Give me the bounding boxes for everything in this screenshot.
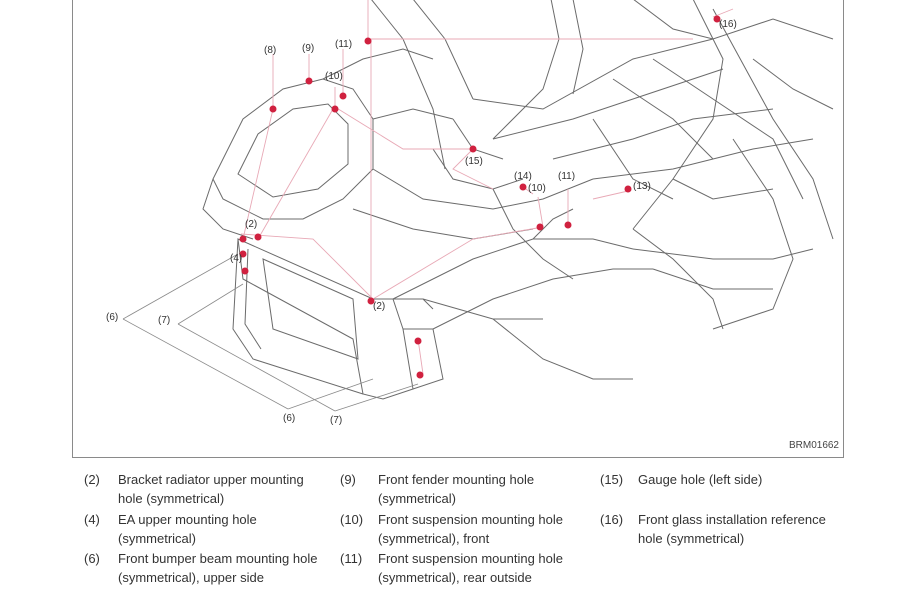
legend: (2) Bracket radiator upper mounting hole… — [0, 470, 920, 590]
callout-6b: (6) — [283, 413, 296, 424]
callout-6: (6) — [106, 312, 119, 323]
legend-number: (9) — [340, 472, 356, 487]
callout-13: (13) — [633, 181, 651, 192]
callout-2b: (2) — [373, 301, 386, 312]
legend-text: Gauge hole (left side) — [638, 472, 763, 487]
callout-8: (8) — [264, 45, 277, 56]
legend-number: (4) — [84, 512, 100, 527]
callout-11: (11) — [335, 39, 353, 50]
callout-14: (14) — [514, 171, 532, 182]
callout-10: (10) — [325, 71, 343, 82]
legend-number: (15) — [600, 472, 624, 487]
callout-7: (7) — [158, 315, 171, 326]
hole-markers — [239, 15, 721, 379]
legend-text: Bracket radiator upper mounting hole (sy… — [118, 472, 304, 506]
callout-2: (2) — [245, 219, 258, 230]
legend-text: EA upper mounting hole (symmetrical) — [118, 512, 257, 546]
legend-text: Front glass installation reference hole … — [638, 512, 826, 546]
legend-number: (2) — [84, 472, 100, 487]
legend-number: (10) — [340, 512, 364, 527]
vehicle-body-drawing — [122, 0, 834, 412]
legend-text: Front suspension mounting hole (symmetri… — [378, 512, 564, 546]
callout-9: (9) — [302, 43, 315, 54]
callout-10b: (10) — [528, 183, 546, 194]
figure-code: BRM01662 — [788, 440, 839, 451]
legend-number: (6) — [84, 551, 100, 566]
legend-text: Front suspension mounting hole (symmetri… — [378, 551, 564, 585]
legend-text: Front fender mounting hole (symmetrical) — [378, 472, 535, 506]
callout-16: (16) — [719, 19, 737, 30]
callout-15: (15) — [465, 156, 483, 167]
callout-7b: (7) — [330, 415, 343, 426]
legend-number: (11) — [340, 551, 363, 566]
body-frame-diagram: (8) (9) (11) (10) (16) (15) (14) (10) (1… — [72, 0, 844, 458]
callout-4: (4) — [230, 253, 243, 264]
callout-11b: (11) — [558, 171, 576, 182]
legend-text: Front bumper beam mounting hole (symmetr… — [118, 551, 318, 585]
legend-number: (16) — [600, 512, 624, 527]
